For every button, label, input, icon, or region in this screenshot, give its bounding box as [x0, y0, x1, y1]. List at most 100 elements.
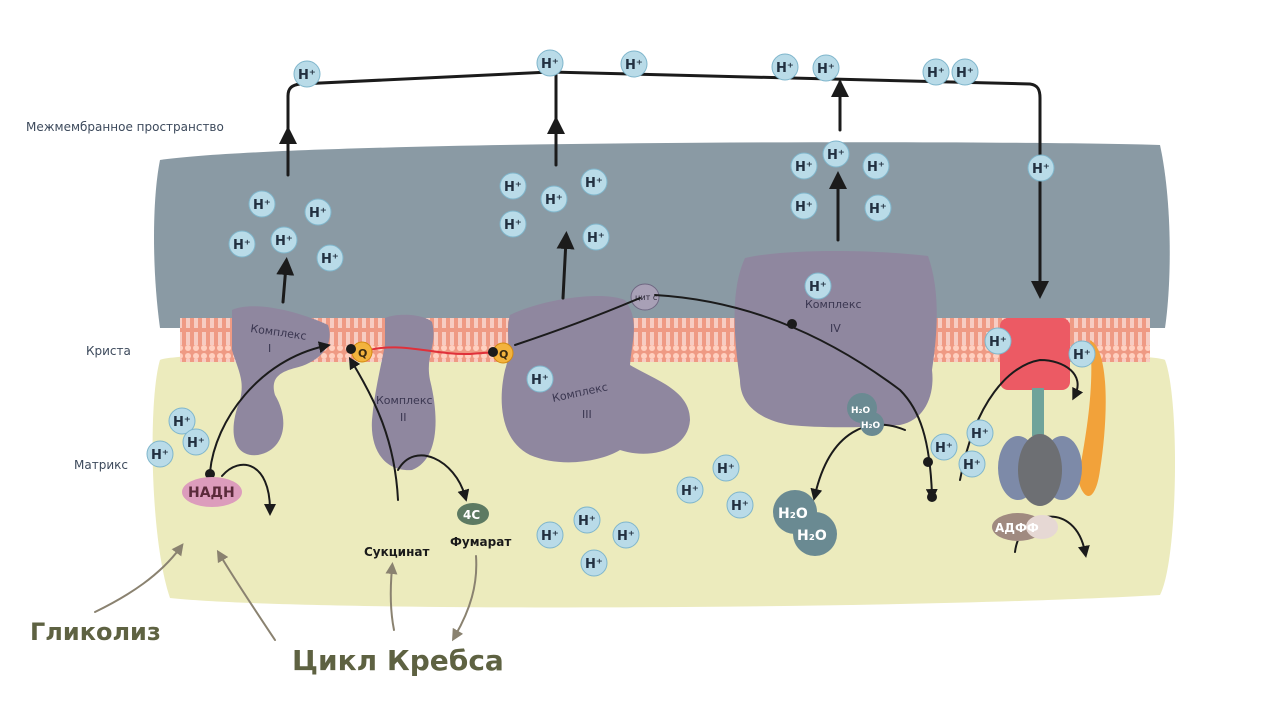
proton-bubble: [580, 168, 608, 196]
complex-ii-label: Комплекс: [376, 394, 433, 407]
complex-ii: [371, 314, 436, 471]
proton-label: H⁺: [233, 238, 251, 253]
water-formation-arrow: [810, 423, 906, 501]
proton-label: H⁺: [809, 280, 827, 295]
intermembrane-region: [154, 142, 1170, 328]
proton-bubble: [536, 521, 564, 549]
proton-bubble: [248, 190, 276, 218]
proton-bubble: [182, 428, 210, 456]
complex-iv-label: Комплекс: [805, 298, 862, 311]
krebs-arrow-fumarate: [452, 555, 478, 642]
proton-bubble: [293, 60, 321, 88]
nadh-label: НАДН: [188, 485, 235, 501]
proton-label: H⁺: [625, 58, 643, 73]
complex-iii-number: III: [582, 408, 592, 421]
proton-bubble: [304, 198, 332, 226]
fumarate-4c-label: 4С: [463, 508, 480, 522]
proton-bubble: [790, 192, 818, 220]
atp-synthase: [998, 318, 1106, 506]
proton-bubble: [228, 230, 256, 258]
proton-label: H⁺: [971, 427, 989, 442]
complex-i-number: I: [268, 342, 271, 355]
proton-bubble: [984, 327, 1012, 355]
proton-label: H⁺: [298, 68, 316, 83]
proton-label: H⁺: [253, 198, 271, 213]
proton-bubble: [168, 407, 196, 435]
water-large: H₂O H₂O: [773, 490, 837, 556]
intermembrane-label: Межмембранное пространство: [26, 120, 224, 134]
krebs-cycle-label: Цикл Кребса: [292, 644, 504, 677]
proton-label: H⁺: [541, 57, 559, 72]
proton-label: H⁺: [935, 441, 953, 456]
cytochrome-c-label: цит с: [635, 293, 657, 302]
proton-bubble: [804, 272, 832, 300]
proton-label: H⁺: [867, 160, 885, 175]
electron-c4: [787, 319, 797, 329]
proton-bubble: [922, 58, 950, 86]
proton-bubble: [864, 194, 892, 222]
proton-bubble: [499, 210, 527, 238]
proton-bubble: [316, 244, 344, 272]
proton-bubble: [676, 476, 704, 504]
pump-arrow-c3: [556, 231, 575, 300]
proton-label: H⁺: [275, 234, 293, 249]
quinone-2-label: Q: [499, 348, 508, 361]
proton-label: H⁺: [681, 484, 699, 499]
complex-i: [232, 306, 330, 456]
krebs-arrow-nadh: [216, 549, 276, 641]
proton-bubble: [1068, 340, 1096, 368]
adp-label: АДФФ: [995, 521, 1039, 535]
proton-bubble: [966, 419, 994, 447]
svg-text:H₂O: H₂O: [778, 506, 808, 522]
proton-label: H⁺: [1032, 162, 1050, 177]
proton-label: H⁺: [541, 529, 559, 544]
proton-label: H⁺: [587, 231, 605, 246]
proton-label: H⁺: [173, 415, 191, 430]
proton-label: H⁺: [956, 66, 974, 81]
proton-group: H⁺ H⁺ H⁺ H⁺ H⁺ H⁺ H⁺ H⁺ H⁺ H⁺ H⁺ H⁺ H⁺ H⁺ H⁺ H⁺ H⁺ H⁺ H⁺ H⁺…: [146, 49, 1096, 577]
proton-bubble: [712, 454, 740, 482]
svg-text:H₂O: H₂O: [851, 406, 870, 416]
crista-label: Криста: [86, 344, 131, 358]
fumarate-4c: [457, 503, 489, 525]
proton-bubble: [526, 365, 554, 393]
pump-arrow-c1: [276, 257, 295, 304]
quinone-1-label: Q: [358, 347, 367, 360]
proton-bubble: [951, 58, 979, 86]
electrons: [205, 319, 937, 502]
succinate-label: Сукцинат: [364, 545, 429, 559]
proton-bubble: [822, 140, 850, 168]
proton-label: H⁺: [827, 148, 845, 163]
complex-iv: [734, 251, 937, 428]
electron-q1: [346, 344, 356, 354]
proton-label: H⁺: [617, 529, 635, 544]
proton-bubble: [726, 491, 754, 519]
proton-bubble: [771, 53, 799, 81]
proton-bubble: [580, 549, 608, 577]
succinate-to-fumarate-arrow: [397, 454, 470, 502]
proton-label: H⁺: [795, 160, 813, 175]
krebs-arrow-succinate: [385, 562, 398, 631]
svg-text:H₂O: H₂O: [797, 528, 827, 544]
proton-bubble: [612, 521, 640, 549]
proton-bubble: [536, 49, 564, 77]
proton-label: H⁺: [795, 200, 813, 215]
proton-label: H⁺: [869, 202, 887, 217]
proton-label: H⁺: [187, 436, 205, 451]
water-small: H₂O H₂O: [847, 393, 884, 436]
fumarate-label: Фумарат: [450, 535, 511, 549]
complex-ii-number: II: [400, 411, 407, 424]
glycolysis-label: Гликолиз: [30, 618, 161, 646]
matrix-label: Матрикс: [74, 458, 128, 472]
proton-bubble: [146, 440, 174, 468]
cytc-to-c4-arrow: [654, 294, 938, 501]
glycolysis-arrow: [94, 543, 184, 613]
electron-c4-exit-2: [927, 492, 937, 502]
nadh-release-arrow: [221, 463, 276, 516]
proton-label: H⁺: [545, 193, 563, 208]
proton-bubble: [582, 223, 610, 251]
proton-label: H⁺: [531, 373, 549, 388]
proton-bubble: [958, 450, 986, 478]
proton-bubble: [270, 226, 298, 254]
proton-bubble: [540, 185, 568, 213]
